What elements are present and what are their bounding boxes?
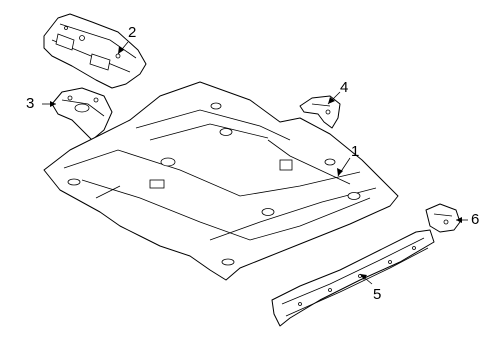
callout-3: 3 [26, 95, 35, 112]
part-5-side-sill [271, 229, 435, 327]
part-6-reinforcement [425, 203, 461, 233]
arrowhead-4 [328, 97, 335, 104]
callout-4: 4 [340, 79, 349, 96]
arrowhead-5 [360, 274, 367, 280]
leader-lines [42, 41, 468, 285]
callout-6: 6 [471, 211, 480, 228]
arrowhead-6 [456, 217, 462, 223]
arrowhead-2 [118, 46, 124, 54]
arrowhead-1 [337, 168, 343, 176]
callout-1: 1 [351, 143, 360, 160]
callout-2: 2 [128, 24, 137, 41]
arrowhead-3 [50, 101, 56, 107]
part-3-bracket [51, 87, 113, 141]
callout-5: 5 [373, 286, 382, 303]
part-2-crossmember [43, 13, 147, 89]
part-4-bracket [299, 95, 341, 129]
part-1-floor-pan [43, 81, 399, 281]
